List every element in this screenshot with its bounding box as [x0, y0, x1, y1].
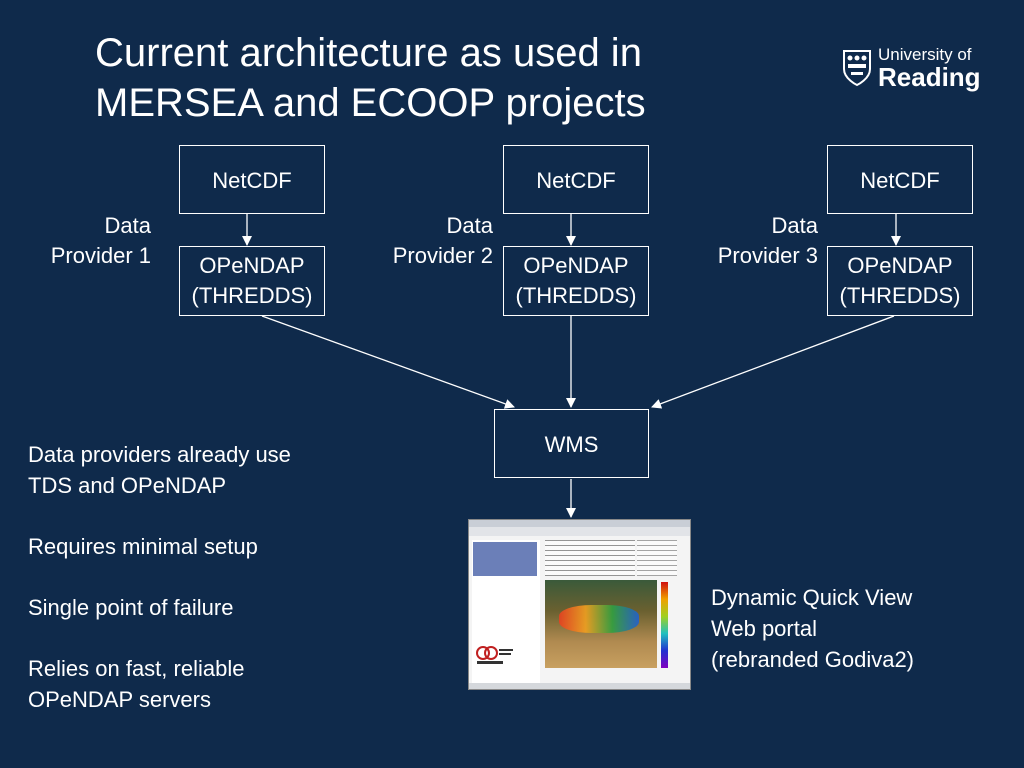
- web-portal-screenshot: [468, 519, 691, 690]
- screenshot-calendar: [637, 540, 677, 576]
- thredds-label: (THREDDS): [839, 283, 961, 308]
- screenshot-statusbar: [469, 683, 690, 689]
- note-item: Data providers already use TDS and OPeND…: [28, 442, 291, 498]
- opendap-box-1: OPeNDAP (THREDDS): [179, 246, 325, 316]
- opendap-label: OPeNDAP: [199, 253, 305, 278]
- note-item: Requires minimal setup: [28, 534, 258, 559]
- mersea-logo-icon: [475, 644, 515, 666]
- netcdf-box-2: NetCDF: [503, 145, 649, 214]
- screenshot-toolbar: [469, 527, 690, 536]
- provider-label-2: Data Provider 2: [393, 211, 493, 271]
- screenshot-dataset-list: [473, 542, 537, 576]
- screenshot-info-text: [545, 540, 635, 576]
- netcdf-label: NetCDF: [212, 168, 292, 193]
- opendap-box-3: OPeNDAP (THREDDS): [827, 246, 973, 316]
- university-logo: University of Reading: [842, 46, 981, 90]
- notes-list: Data providers already use TDS and OPeND…: [28, 439, 291, 745]
- university-shield-icon: [842, 49, 872, 87]
- arrow-opendap3-wms: [651, 315, 895, 409]
- opendap-box-2: OPeNDAP (THREDDS): [503, 246, 649, 316]
- netcdf-label: NetCDF: [536, 168, 616, 193]
- opendap-label: OPeNDAP: [847, 253, 953, 278]
- provider-label-1: Data Provider 1: [51, 211, 151, 271]
- netcdf-box-1: NetCDF: [179, 145, 325, 214]
- provider-label-line2: Provider 2: [392, 243, 493, 268]
- logo-text-line1: University of: [878, 45, 972, 64]
- wms-box: WMS: [494, 409, 649, 478]
- screenshot-titlebar: [469, 520, 690, 527]
- portal-caption-line3: (rebranded Godiva2): [711, 647, 915, 672]
- note-item: Relies on fast, reliable OPeNDAP servers: [28, 656, 245, 712]
- logo-text-line2: Reading: [878, 62, 981, 92]
- arrow-opendap1-wms: [261, 315, 515, 409]
- portal-caption-line1: Dynamic Quick View: [711, 585, 913, 610]
- thredds-label: (THREDDS): [191, 283, 313, 308]
- slide-title: Current architecture as used in MERSEA a…: [95, 31, 646, 125]
- portal-caption: Dynamic Quick View Web portal (rebranded…: [711, 582, 914, 675]
- netcdf-label: NetCDF: [860, 168, 940, 193]
- thredds-label: (THREDDS): [515, 283, 637, 308]
- netcdf-box-3: NetCDF: [827, 145, 973, 214]
- provider-label-line1: Data: [771, 213, 818, 238]
- provider-label-line2: Provider 1: [50, 243, 151, 268]
- provider-label-line2: Provider 3: [717, 243, 818, 268]
- opendap-label: OPeNDAP: [523, 253, 629, 278]
- provider-label-3: Data Provider 3: [718, 211, 818, 271]
- provider-label-line1: Data: [104, 213, 151, 238]
- screenshot-color-scale: [661, 582, 668, 668]
- screenshot-data-overlay: [559, 605, 639, 633]
- note-item: Single point of failure: [28, 595, 234, 620]
- portal-caption-line2: Web portal: [711, 616, 817, 641]
- provider-label-line1: Data: [446, 213, 493, 238]
- wms-label: WMS: [544, 432, 599, 457]
